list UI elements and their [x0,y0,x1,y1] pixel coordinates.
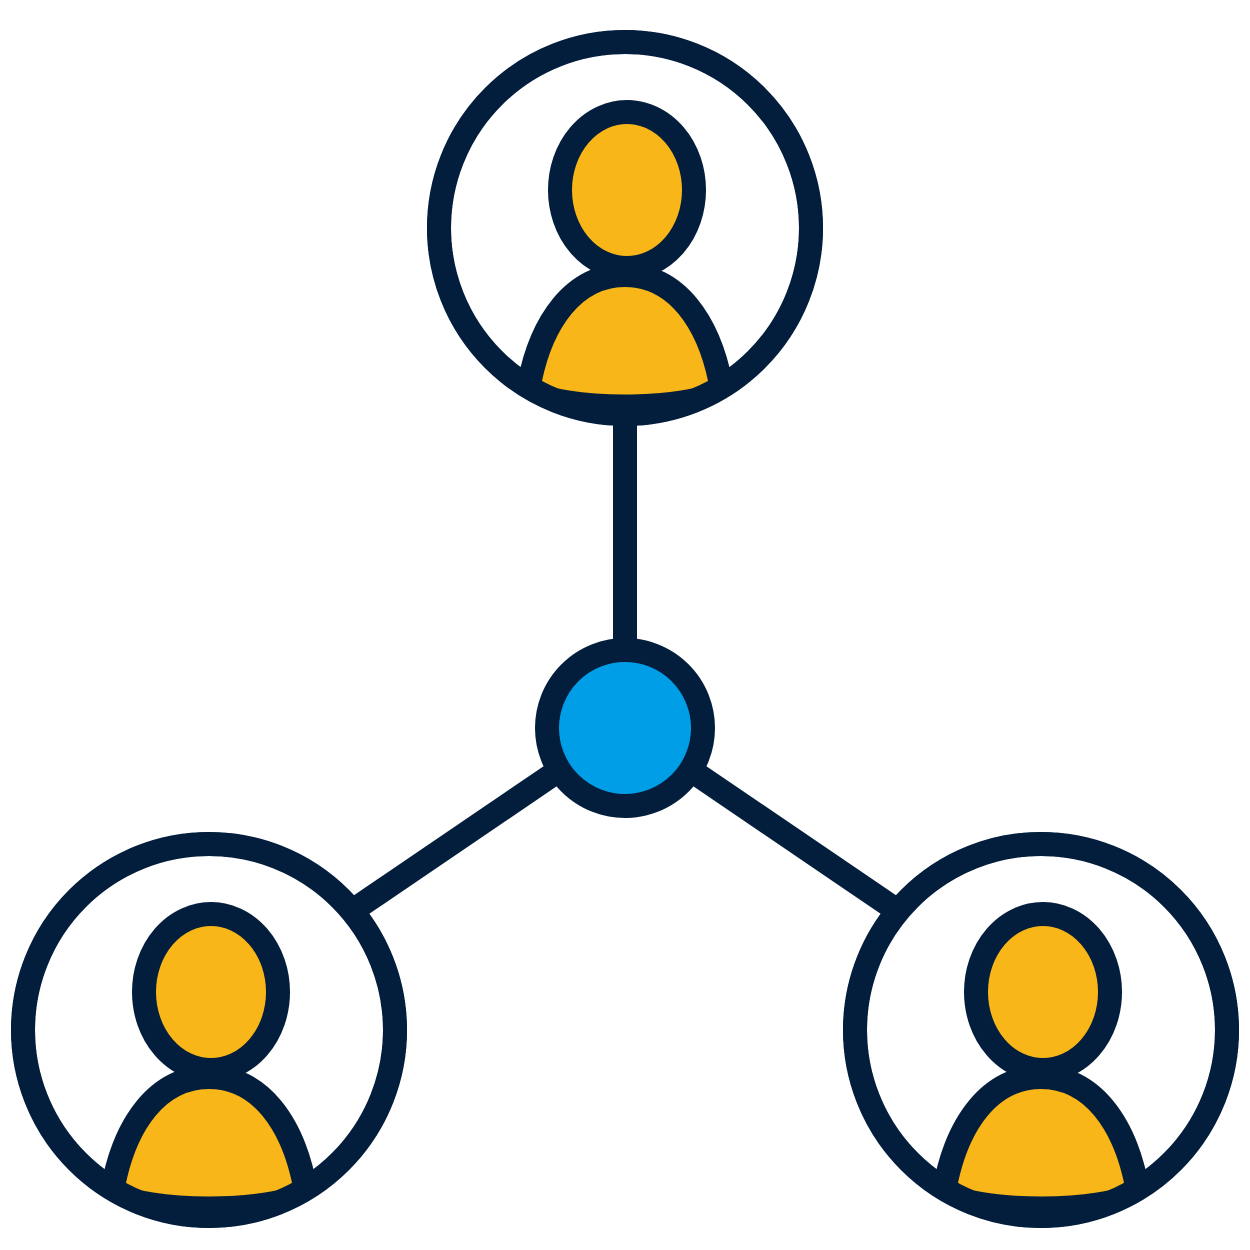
connector-lines [351,414,899,917]
connector-bottom-right [691,765,899,917]
person-node-top [427,30,823,426]
connector-bottom-left [351,765,559,917]
person-node-bottom-left [11,832,407,1228]
user-icon [932,902,1150,1216]
hub-node-icon [535,638,715,818]
person-node-bottom-right [843,832,1239,1228]
user-icon [100,902,318,1216]
